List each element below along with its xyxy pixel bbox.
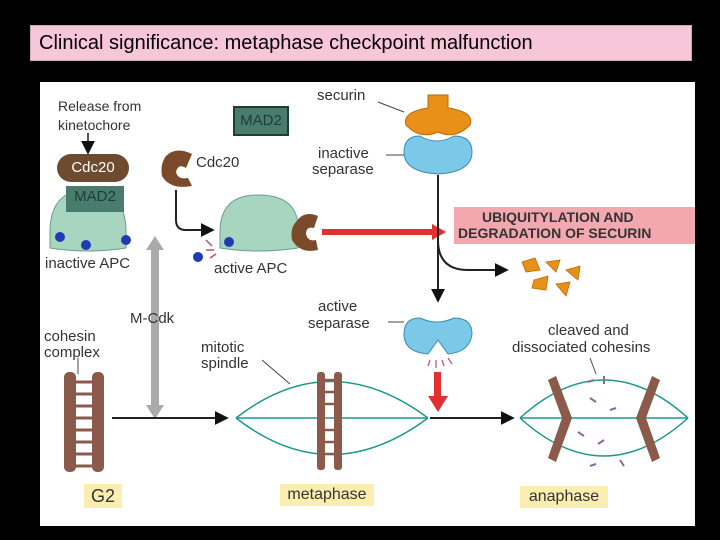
release-label-line2: kinetochore — [58, 117, 131, 133]
active-apc-label: active APC — [214, 260, 288, 277]
separase-cut-ticks — [427, 357, 453, 368]
mad2-box-top: MAD2 — [233, 106, 289, 136]
inactive-separase-with-securin — [403, 94, 473, 175]
active-separase-label-line1: active — [318, 298, 358, 315]
inactive-separase-shape — [403, 135, 473, 175]
active-separase-label-line2: separase — [308, 315, 370, 332]
metaphase-chromosome — [317, 372, 342, 470]
apc-dot — [193, 252, 203, 262]
inactive-apc-label: inactive APC — [45, 255, 131, 272]
inactive-separase-label-line1: inactive — [318, 145, 369, 162]
apc-dot — [81, 240, 91, 250]
diagram-panel — [40, 82, 695, 526]
mad2-box-left: MAD2 — [66, 186, 124, 212]
cleaved-cohesins-label-line1: cleaved and — [548, 322, 629, 339]
red-arrow-down — [428, 372, 448, 412]
anaphase-chromatids — [548, 376, 660, 462]
cdc20-to-apc-arrow — [175, 190, 215, 237]
stage-g2-label: G2 — [84, 484, 122, 508]
active-apc-shape — [219, 194, 299, 252]
title-banner: Clinical significance: metaphase checkpo… — [30, 25, 692, 61]
cohesin-complex-label-line1: cohesin — [44, 328, 96, 345]
cdc20-bound-shape — [291, 214, 318, 251]
ubiquitylation-line1: UBIQUITYLATION AND — [482, 209, 634, 225]
securin-shape — [404, 94, 472, 136]
cdc20-pill: Cdc20 — [57, 154, 129, 182]
securin-label: securin — [317, 87, 366, 104]
m-cdk-arrow — [146, 236, 164, 419]
anaphase-spindle — [519, 379, 689, 457]
apc-dot — [55, 232, 65, 242]
cleaved-cohesin-fragments — [577, 376, 625, 467]
securin-pointer — [377, 101, 405, 113]
stage-anaphase-label: anaphase — [520, 486, 608, 508]
spindle-pointer — [261, 359, 291, 385]
cleaved-cohesins-label-line2: dissociated cohesins — [512, 339, 651, 356]
g2-chromosome — [64, 372, 104, 472]
cdc20-label: Cdc20 — [196, 154, 240, 171]
red-arrow-ubiquitylation — [322, 224, 446, 240]
cleaved-pointer — [589, 357, 597, 375]
apc-dot — [224, 237, 234, 247]
apc-dot — [121, 235, 131, 245]
stage-metaphase-label: metaphase — [280, 484, 374, 506]
ubiquitin-ticks — [205, 239, 217, 259]
page-title: Clinical significance: metaphase checkpo… — [39, 32, 533, 54]
mitotic-spindle-label-line1: mitotic — [201, 339, 245, 356]
degraded-securin-fragments — [521, 257, 581, 297]
ubiquitylation-line2: DEGRADATION OF SECURIN — [458, 225, 652, 241]
stage-g2-text: G2 — [90, 486, 115, 506]
cdc20-shape-top — [161, 150, 192, 187]
ubiquitylation-box: UBIQUITYLATION AND DEGRADATION OF SECURI… — [454, 207, 695, 244]
mitotic-spindle-label-line2: spindle — [201, 355, 249, 372]
degradation-arrow — [437, 239, 509, 277]
inactive-separase-label-line2: separase — [312, 161, 374, 178]
active-separase-shape — [403, 317, 473, 355]
cohesin-complex-label-line2: complex — [44, 344, 100, 361]
m-cdk-label: M-Cdk — [130, 310, 175, 327]
release-label-line1: Release from — [58, 98, 142, 114]
